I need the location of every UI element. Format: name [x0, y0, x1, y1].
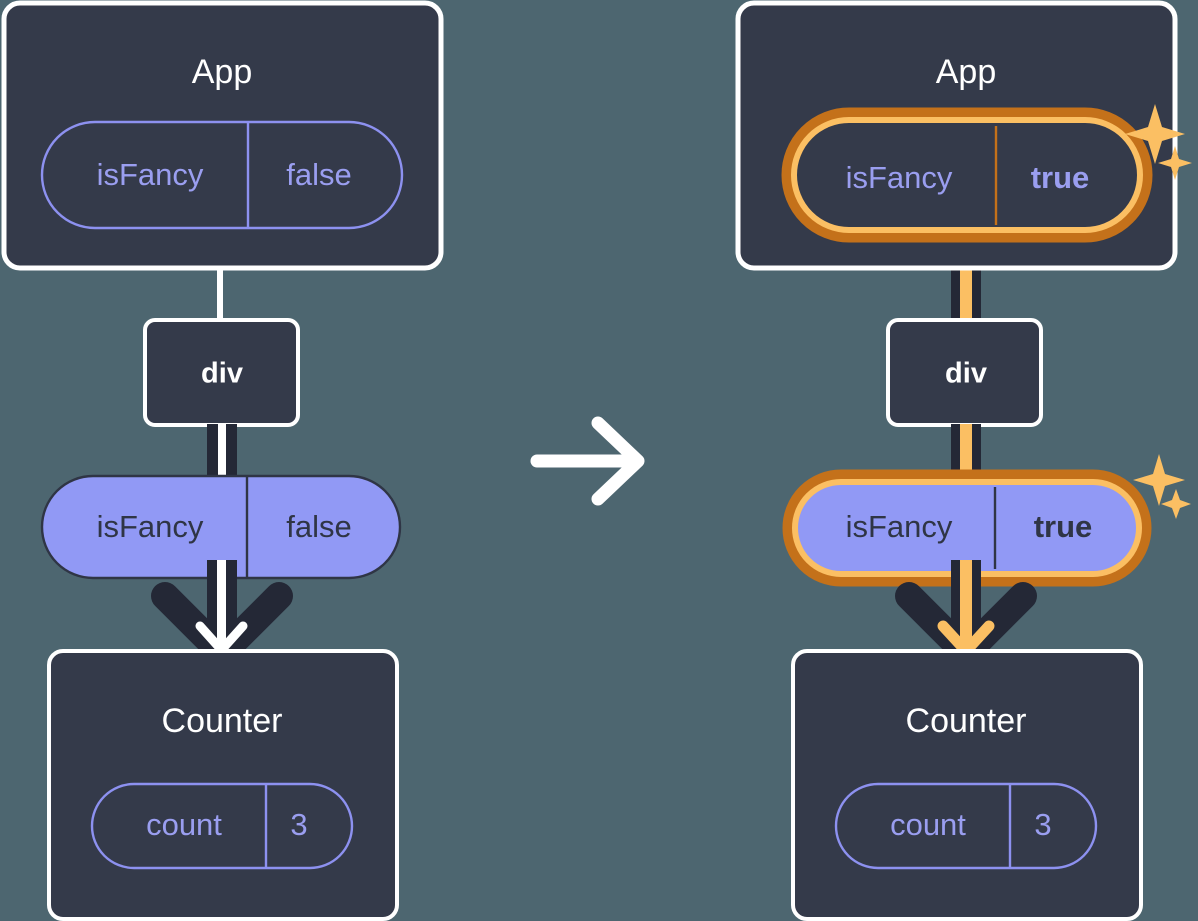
app-pill-value-after: true	[1031, 160, 1090, 195]
sparkle-icon-app-after	[1125, 104, 1192, 180]
counter-pill-key-after: count	[890, 807, 966, 842]
app-box-label-after: App	[936, 53, 997, 91]
connector-app-to-div-before	[217, 255, 223, 325]
app-pill-key-before: isFancy	[97, 157, 204, 192]
counter-pill-before	[90, 782, 354, 870]
counter-pill-value-before: 3	[290, 807, 307, 842]
app-box-before	[1, 0, 444, 271]
transition-arrow-right-icon	[530, 416, 645, 506]
counter-pill-after	[834, 782, 1098, 870]
div-box-label: div	[201, 358, 243, 390]
counter-box-label-after: Counter	[906, 702, 1027, 740]
prop-pill-value-after: true	[1034, 509, 1093, 544]
sparkle-icon-prop-after	[1133, 454, 1191, 519]
app-pill-key-after: isFancy	[846, 160, 953, 195]
counter-box-label: Counter	[162, 702, 283, 740]
counter-pill-key-before: count	[146, 807, 222, 842]
app-pill-highlight-inner-after	[791, 117, 1143, 233]
panel-before: App isFancy false div isFancy false	[1, 0, 444, 921]
app-pill-before	[40, 120, 404, 230]
div-box-label-after: div	[945, 358, 987, 390]
connector-div-to-pill-light-before	[218, 424, 226, 484]
prop-pill-value-before: false	[286, 509, 351, 544]
prop-pill-key-before: isFancy	[97, 509, 204, 544]
app-box-label: App	[192, 53, 253, 91]
app-pill-highlight-outer-after	[781, 107, 1153, 243]
counter-pill-value-after: 3	[1034, 807, 1051, 842]
prop-pill-key-after: isFancy	[846, 509, 953, 544]
panel-after: App isFancy true div isFancy true	[735, 0, 1192, 921]
app-pill-value-before: false	[286, 157, 351, 192]
